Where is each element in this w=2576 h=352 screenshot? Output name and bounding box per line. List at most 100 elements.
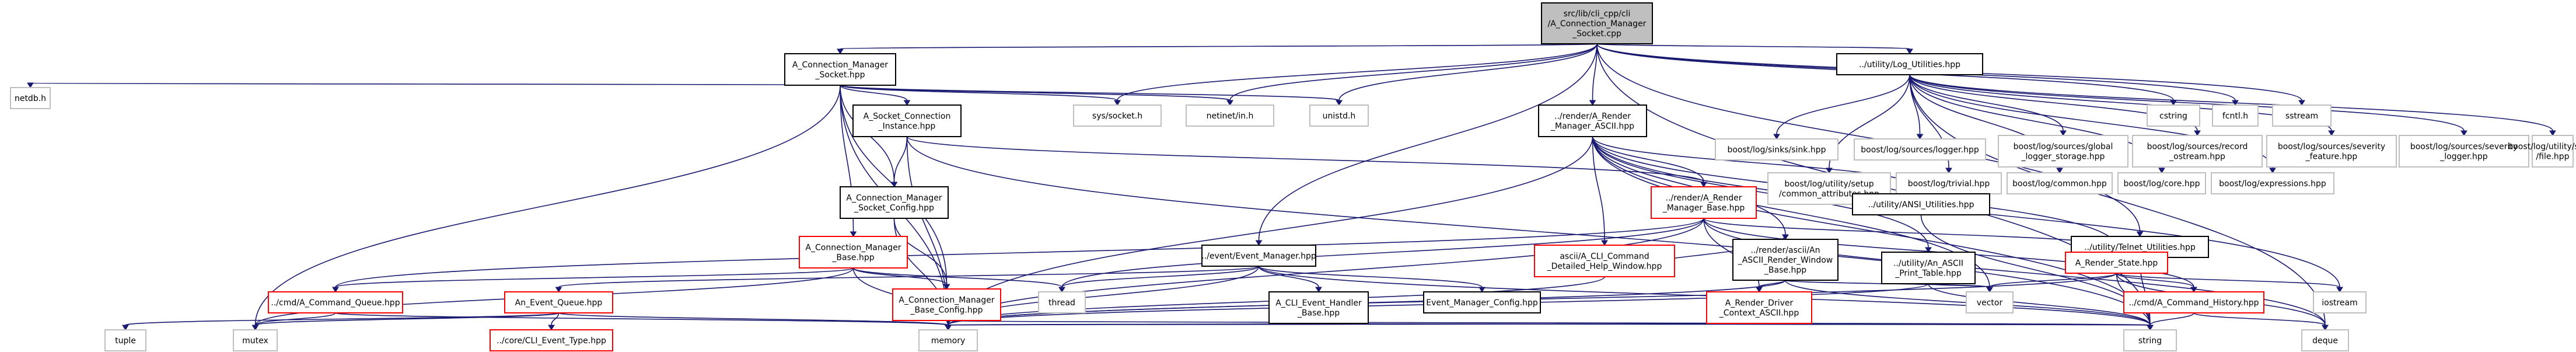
edge-cmb-to-thread bbox=[852, 267, 1065, 292]
node-netinet: netinet/in.h bbox=[1186, 104, 1274, 127]
node-label-line: A_Connection_Manager bbox=[846, 194, 942, 203]
node-box bbox=[1201, 245, 1316, 267]
node-box bbox=[918, 329, 978, 351]
node-telnet[interactable]: ../utility/Telnet_Utilities.hpp bbox=[2071, 236, 2209, 258]
edge-evm-to-thread bbox=[1058, 266, 1260, 292]
node-rma[interactable]: ../render/A_Render_Manager_ASCII.hpp bbox=[1538, 104, 1647, 137]
node-label-line: _Manager_ASCII.hpp bbox=[1550, 122, 1634, 131]
node-evq[interactable]: An_Event_Queue.hpp bbox=[504, 291, 613, 313]
edge-rstate-to-vector bbox=[1986, 273, 2117, 292]
edge-logutil-to-b-setupfile bbox=[1909, 74, 2556, 136]
edge-root-to-telnet bbox=[1596, 43, 2144, 237]
node-label-line: unistd.h bbox=[1323, 111, 1356, 121]
node-label-line: _Manager_Base.hpp bbox=[1662, 204, 1745, 213]
node-label-line: A_Render_Driver bbox=[1725, 299, 1794, 308]
node-label-line: _Base.hpp bbox=[1297, 309, 1340, 318]
node-fcntl: fcntl.h bbox=[2212, 104, 2259, 127]
node-box bbox=[490, 329, 613, 351]
node-cmb[interactable]: A_Connection_Manager_Base.hpp bbox=[799, 236, 908, 269]
node-label-line: boost/log/sinks/sink.hpp bbox=[1727, 145, 1826, 155]
node-label-line: ../utility/ANSI_Utilities.hpp bbox=[1868, 200, 1974, 210]
node-label-line: sstream bbox=[2285, 111, 2318, 121]
node-cmdq[interactable]: ../cmd/A_Command_Queue.hpp bbox=[268, 291, 403, 313]
edge-rstate-to-iostream bbox=[2116, 273, 2343, 292]
node-b-trivial: boost/log/trivial.hpp bbox=[1896, 172, 2002, 194]
node-label-line: A_CLI_Event_Handler bbox=[1275, 299, 1362, 308]
node-label-line: netdb.h bbox=[15, 94, 46, 103]
node-box bbox=[268, 291, 403, 313]
node-box bbox=[1186, 104, 1274, 127]
node-label-line: Event_Manager_Config.hpp bbox=[1426, 298, 1538, 308]
node-rdc[interactable]: A_Render_Driver_Context_ASCII.hpp bbox=[1706, 291, 1812, 324]
node-vector: vector bbox=[1966, 291, 2014, 313]
node-box bbox=[1715, 138, 1838, 161]
node-label-line: ../render/ascii/An bbox=[1750, 246, 1820, 255]
node-label-line: boost/log/sources/severity bbox=[2410, 142, 2518, 152]
edge-root-to-netinet bbox=[1226, 43, 1598, 106]
node-label-line: boost/log/sources/logger.hpp bbox=[1861, 145, 1979, 155]
node-evm[interactable]: ../event/Event_Manager.hpp bbox=[1201, 245, 1316, 267]
edge-cms-to-netinet bbox=[840, 85, 1233, 106]
node-fpt[interactable]: ../utility/An_ASCII_Print_Table.hpp bbox=[1881, 252, 1976, 284]
node-emc[interactable]: Event_Manager_Config.hpp bbox=[1423, 291, 1541, 313]
node-label-line: sys/socket.h bbox=[1092, 111, 1142, 121]
edge-rstate-to-cmdh bbox=[2116, 273, 2197, 292]
edge-rma-to-fpt bbox=[1592, 136, 1932, 253]
node-box bbox=[2007, 172, 2113, 194]
node-b-expr: boost/log/expressions.hpp bbox=[2211, 172, 2334, 194]
edge-cms-to-sci bbox=[840, 85, 911, 106]
node-rwb[interactable]: ../render/ascii/An_ASCII_Render_Window_B… bbox=[1732, 239, 1838, 281]
node-box bbox=[2301, 329, 2349, 351]
edge-cmb-to-cmbc bbox=[852, 267, 950, 290]
node-label-line: _Detailed_Help_Window.hpp bbox=[1547, 262, 1662, 271]
node-rstate[interactable]: A_Render_State.hpp bbox=[2065, 252, 2168, 274]
node-box bbox=[1852, 193, 1990, 215]
edge-cms-to-syssock bbox=[840, 85, 1121, 106]
node-label-line: An_Event_Queue.hpp bbox=[515, 298, 603, 308]
node-unistd: unistd.h bbox=[1309, 104, 1369, 127]
node-rmb[interactable]: ../render/A_Render_Manager_Base.hpp bbox=[1651, 186, 1757, 219]
edge-cmdh-to-deque bbox=[2193, 312, 2329, 330]
node-label-line: boost/log/sources/severity bbox=[2278, 142, 2385, 152]
node-label-line: ../event/Event_Manager.hpp bbox=[1201, 252, 1316, 261]
node-label-line: memory bbox=[931, 336, 966, 346]
node-box bbox=[2211, 172, 2334, 194]
edge-fpt-to-string bbox=[1928, 283, 2154, 330]
node-logutil[interactable]: ../utility/Log_Utilities.hpp bbox=[1836, 53, 1983, 75]
node-cms[interactable]: A_Connection_Manager_Socket.hpp bbox=[784, 53, 896, 86]
edge-root-to-evm bbox=[1255, 43, 1598, 246]
node-box bbox=[1966, 291, 2014, 313]
node-label-line: ../utility/Telnet_Utilities.hpp bbox=[2084, 243, 2196, 252]
node-cmdh[interactable]: ../cmd/A_Command_History.hpp bbox=[2123, 291, 2264, 313]
edge-logutil-to-b-sevlog bbox=[1909, 74, 2467, 136]
node-label-line: ../core/CLI_Event_Type.hpp bbox=[497, 336, 606, 346]
node-sci[interactable]: A_Socket_Connection_Instance.hpp bbox=[852, 104, 962, 137]
node-tuple: tuple bbox=[104, 329, 146, 351]
node-box bbox=[1309, 104, 1369, 127]
node-ehb[interactable]: A_CLI_Event_Handler_Base.hpp bbox=[1268, 291, 1369, 324]
node-box bbox=[2266, 135, 2397, 168]
edge-evq-to-evtype bbox=[548, 312, 560, 330]
node-box bbox=[233, 329, 278, 351]
node-box bbox=[2132, 135, 2263, 168]
node-chw[interactable]: ascii/A_CLI_Command_Detailed_Help_Window… bbox=[1534, 245, 1675, 277]
node-b-common: boost/log/common.hpp bbox=[2007, 172, 2113, 194]
node-cmsc[interactable]: A_Connection_Manager_Socket_Config.hpp bbox=[840, 186, 949, 219]
node-root[interactable]: src/lib/cli_cpp/cli/A_Connection_Manager… bbox=[1541, 2, 1653, 44]
node-label-line: iostream bbox=[2322, 298, 2358, 308]
node-label-line: _Base.hpp bbox=[831, 253, 874, 263]
node-box bbox=[1998, 135, 2128, 168]
node-box bbox=[1541, 2, 1653, 44]
edge-rma-to-chw bbox=[1592, 136, 1608, 246]
node-cmbc[interactable]: A_Connection_Manager_Base_Config.hpp bbox=[892, 288, 1001, 321]
node-box bbox=[1073, 104, 1162, 127]
node-label-line: mutex bbox=[242, 336, 268, 346]
node-box bbox=[1038, 291, 1086, 313]
node-ansi[interactable]: ../utility/ANSI_Utilities.hpp bbox=[1852, 193, 1990, 215]
node-box bbox=[1268, 291, 1369, 324]
node-box bbox=[2147, 104, 2200, 127]
node-label-line: _Socket.hpp bbox=[815, 71, 865, 80]
node-evtype[interactable]: ../core/CLI_Event_Type.hpp bbox=[490, 329, 613, 351]
node-label-line: _Base.hpp bbox=[1764, 266, 1806, 275]
